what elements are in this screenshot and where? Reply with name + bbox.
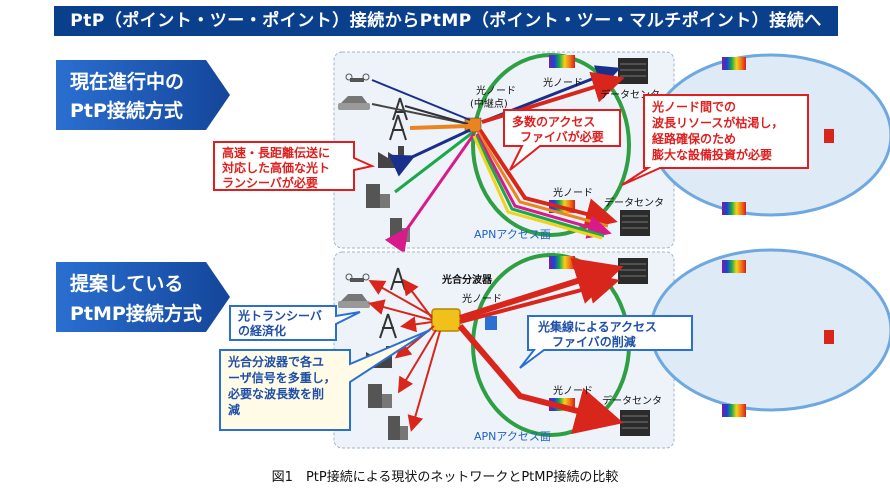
relay-node-label-1: 光ノード xyxy=(476,84,516,97)
callout-text-line: ファイバが必要 xyxy=(520,129,604,144)
callout-multiplex: 光合分波器で各ユ ーザ信号を多重し， 必要な波長数を削 減 xyxy=(219,329,431,431)
callout-text-line: ーザ信号を多重し， xyxy=(228,370,336,385)
callout-text-line: 高速・長距離伝送に xyxy=(222,145,330,160)
rainbow-transceiver-icon xyxy=(549,256,575,269)
section-proposed-line1: 提案している xyxy=(70,272,183,295)
apn-area-top-label: APNアクセス面 xyxy=(474,228,551,241)
callout-text-line: 対応した高価な光ト xyxy=(221,160,330,175)
callout-text-line: 光集線によるアクセス xyxy=(537,319,657,334)
rainbow-transceiver-icon xyxy=(722,404,746,417)
callout-wavelength: 光ノード間での 波長リソースが枯渇し， 経路確保のため 膨大な設備投資が必要 xyxy=(621,94,809,186)
server-rack-icon xyxy=(618,258,648,284)
section-tag-proposed xyxy=(56,262,230,332)
antenna-icon xyxy=(389,114,407,141)
light-node-lower-label: 光ノード xyxy=(553,186,593,199)
section-current-line2: PtP接続方式 xyxy=(70,99,183,122)
light-node-lower-label-b: 光ノード xyxy=(553,384,593,397)
callout-text-line: 減 xyxy=(228,402,240,417)
callout-economize: 光トランシーバ の経済化 xyxy=(229,305,361,341)
server-rack-icon xyxy=(618,58,648,84)
section-tag-current xyxy=(56,60,230,130)
figure-caption: 図1 PtP接続による現状のネットワークとPtMP接続の比較 xyxy=(271,470,619,485)
section-current-line1: 現在進行中の xyxy=(70,70,184,93)
optical-combiner-icon xyxy=(431,308,461,332)
callout-text-line: 光合分波器で各ユ xyxy=(227,354,324,369)
car-icon xyxy=(338,294,370,308)
building-icon xyxy=(388,416,408,440)
callout-text-line: 波長リソースが枯渇し， xyxy=(652,115,783,130)
server-rack-icon xyxy=(620,410,650,436)
callout-text-line: 光トランシーバ xyxy=(237,308,322,323)
light-node-upper-label: 光ノード xyxy=(543,76,583,89)
relay-node-label-2: (中継点) xyxy=(470,97,508,110)
building-icon xyxy=(368,384,392,408)
callout-text-line: 経路確保のため xyxy=(652,131,736,146)
rainbow-transceiver-icon xyxy=(722,57,746,70)
callout-text-line: 光ノード間での xyxy=(651,99,736,114)
callout-text-line: 膨大な設備投資が必要 xyxy=(651,147,772,162)
callout-text-line: ランシーバが必要 xyxy=(222,175,318,190)
apn-area-bottom-label: APNアクセス面 xyxy=(474,430,551,443)
antenna-icon xyxy=(379,313,397,339)
server-rack-icon xyxy=(620,210,650,236)
callout-text-line: ファイバの削減 xyxy=(552,334,636,349)
combiner-label: 光合分波器 xyxy=(441,273,493,286)
callout-text-line: の経済化 xyxy=(238,323,286,338)
callout-transceiver: 高速・長距離伝送に 対応した高価な光ト ランシーバが必要 xyxy=(213,141,376,191)
drone-icon xyxy=(345,73,370,82)
callout-text-line: 必要な波長数を削 xyxy=(227,386,324,401)
datacenter-lower-label: データセンタ xyxy=(604,196,664,209)
light-node-upper-label-b: 光ノード xyxy=(462,292,502,305)
car-icon xyxy=(338,96,370,110)
rainbow-transceiver-icon xyxy=(722,260,746,273)
callout-fibers: 多数のアクセス ファイバが必要 xyxy=(503,109,621,171)
building-icon xyxy=(366,184,390,208)
callout-aggregate: 光集線によるアクセス ファイバの削減 xyxy=(519,315,693,369)
banner-title: PtP（ポイント・ツー・ポイント）接続からPtMP（ポイント・ツー・マルチポイン… xyxy=(54,6,838,36)
drone-icon xyxy=(345,273,370,282)
rainbow-transceiver-icon xyxy=(722,202,746,215)
rainbow-transceiver-icon xyxy=(549,55,575,68)
section-proposed-line2: PtMP接続方式 xyxy=(70,302,202,325)
callout-text-line: 多数のアクセス xyxy=(512,114,595,129)
datacenter-bottom-label: データセンタ xyxy=(602,394,662,407)
